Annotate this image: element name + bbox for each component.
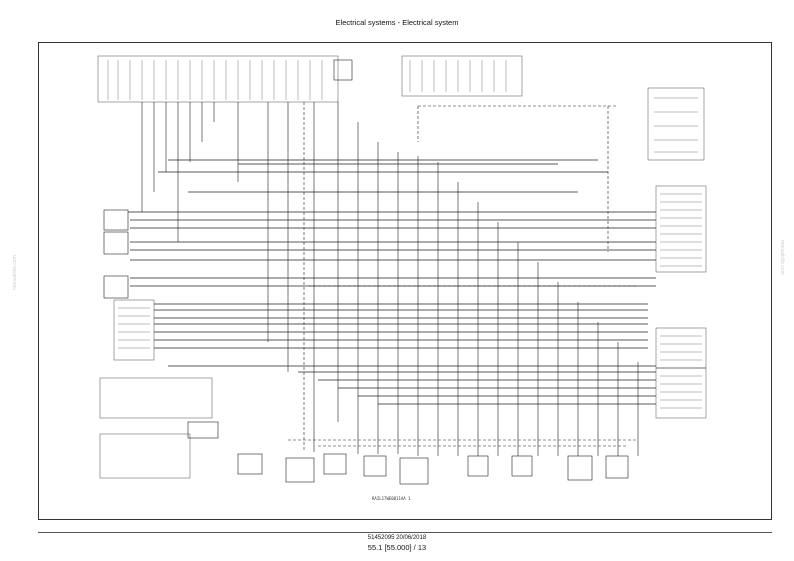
document-code: 51452095 20/06/2018: [367, 535, 427, 541]
component-row-bottom: [237, 453, 629, 485]
component-left-2: [103, 231, 129, 255]
component-top-right: [647, 87, 705, 161]
watermark-left: manualslib.com: [12, 255, 18, 290]
wiring-schematic: [97, 55, 707, 485]
connector-block-top-middle: [401, 55, 523, 97]
dashed-wires: [288, 102, 638, 452]
watermark-right: manualslib.com: [779, 240, 785, 275]
diagram-frame: [38, 42, 772, 520]
connector-block-bottom-left: [99, 377, 219, 479]
connector-block-right-2: [655, 327, 707, 369]
connector-block-right-3: [655, 367, 707, 419]
connector-block-top-left: [97, 55, 353, 103]
page-title: Electrical systems - Electrical system: [335, 18, 459, 27]
horizontal-wires: [128, 159, 656, 405]
vertical-wires: [141, 102, 639, 456]
connector-block-right-1: [655, 185, 707, 273]
connector-block-left: [113, 299, 155, 361]
footer-divider: [38, 532, 772, 533]
page-reference: 55.1 [55.000] / 13: [367, 543, 427, 552]
component-left-1: [103, 209, 129, 231]
drawing-code: RAIL17WE0811AA 1: [372, 496, 411, 501]
component-left-3: [103, 275, 129, 299]
